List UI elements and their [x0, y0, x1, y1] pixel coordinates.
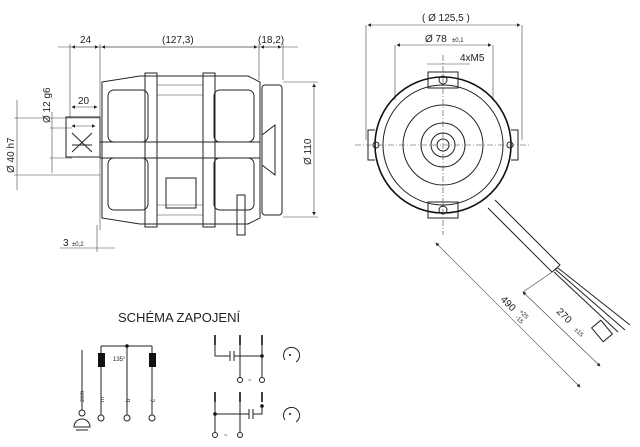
side-view: 24 (127,3) (18,2) 20 Ø 12 g6 Ø 40 h7 — [6, 35, 318, 252]
front-view: ( Ø 125,5 ) Ø 78 ±0,1 4xM5 490 — [355, 13, 631, 388]
winding-2 — [149, 353, 156, 367]
dim-18-2: (18,2) — [258, 35, 284, 46]
wire-label-earth: zem — [80, 391, 86, 402]
dim-270-tolerance: ±15 — [573, 327, 585, 339]
dim-outer-diameter: ( Ø 125,5 ) — [422, 13, 470, 24]
dim-bolt-circle-tolerance: ±0,1 — [452, 38, 464, 44]
dim-cable-270: 270 — [554, 306, 574, 326]
dim-24: 24 — [80, 35, 92, 46]
dim-20: 20 — [78, 96, 90, 107]
dim-cable-490: 490 — [498, 294, 518, 314]
wire-label-c: č — [151, 399, 157, 402]
wire-label-b: b — [126, 398, 132, 402]
dim-127-3: (127,3) — [162, 35, 194, 46]
dim-fan-diameter: Ø 110 — [303, 138, 314, 165]
wiring-schematic: SCHÉMA ZAPOJENÍ zem m 135° b č ~ — [73, 310, 300, 439]
ac-symbol-2: ~ — [224, 433, 228, 439]
dim-flange-diameter: Ø 40 h7 — [6, 137, 17, 173]
dim-shaft-diameter: Ø 12 g6 — [42, 87, 53, 123]
rotation-cw-icon — [283, 406, 300, 423]
dim-holes: 4xM5 — [460, 53, 485, 64]
dim-bolt-circle: Ø 78 — [425, 34, 447, 45]
wire-label-m: m — [100, 397, 106, 402]
thermal-protector-label: 135° — [113, 357, 126, 363]
dim-3: 3 — [63, 238, 69, 249]
ac-symbol-1: ~ — [248, 378, 252, 384]
winding-1 — [98, 353, 105, 367]
dim-490-tol-minus: -15 — [514, 315, 525, 326]
dim-3-tolerance: ±0,2 — [72, 242, 84, 248]
rotation-ccw-icon — [283, 346, 300, 363]
dim-490-tol-plus: +25 — [518, 309, 530, 321]
schematic-title: SCHÉMA ZAPOJENÍ — [118, 310, 240, 325]
